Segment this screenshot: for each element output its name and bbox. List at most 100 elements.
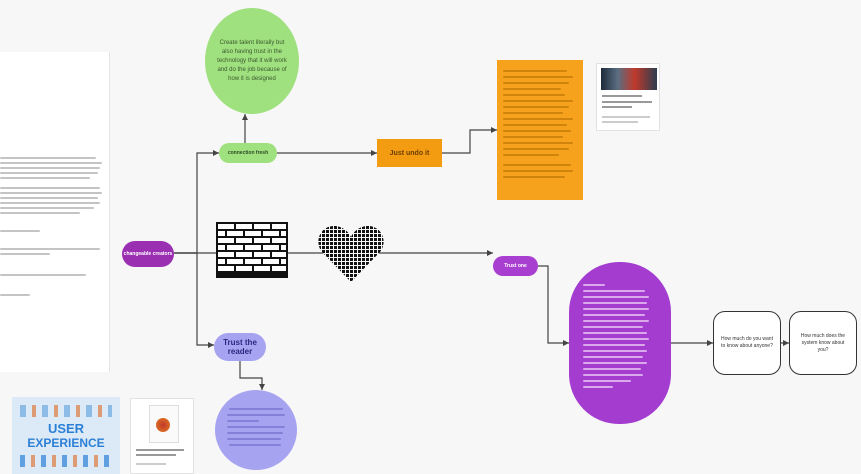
- text-line: [583, 386, 613, 388]
- green-circle-node[interactable]: Create talent literally but also having …: [205, 8, 299, 114]
- text-line: [136, 449, 184, 451]
- text-line: [503, 94, 565, 96]
- edge-to-lav-circle: [239, 361, 263, 390]
- text-line: [0, 207, 94, 209]
- edge-to-tall-orange: [442, 129, 497, 154]
- purple-root-node[interactable]: changeable creators: [122, 241, 174, 267]
- edge-to-lavender-pill: [174, 252, 214, 346]
- text-line: [227, 438, 281, 440]
- trust-one-node[interactable]: Trust one: [493, 256, 538, 276]
- arrow-head: [487, 250, 493, 256]
- text-line: [229, 408, 283, 410]
- text-line: [583, 356, 643, 358]
- text-line: [583, 284, 605, 286]
- text-line: [136, 454, 176, 456]
- text-line: [0, 192, 102, 194]
- text-line: [0, 212, 80, 214]
- pixel-heart-image: [318, 226, 384, 282]
- book-cover: [149, 405, 179, 443]
- text-line: [583, 308, 649, 310]
- icon-strip: [20, 405, 112, 417]
- arrow-head: [242, 114, 248, 120]
- text-line: [503, 100, 573, 102]
- cover-figure: [156, 418, 170, 432]
- text-line: [503, 82, 569, 84]
- text-line: [0, 274, 86, 276]
- text-line: [583, 326, 643, 328]
- text-line: [583, 362, 647, 364]
- text-line: [227, 420, 259, 422]
- text-line: [0, 230, 40, 232]
- text-line: [0, 202, 100, 204]
- orange-note-node[interactable]: [497, 60, 583, 200]
- orange-label: Just undo it: [389, 149, 430, 157]
- lavender-circle-node[interactable]: [215, 390, 297, 470]
- article-image: [601, 68, 657, 90]
- text-line: [0, 248, 100, 250]
- arrow-head: [563, 340, 569, 346]
- ux-word-experience: EXPERIENCE: [27, 436, 105, 450]
- question-box-2-text: How much does the system know about you?: [800, 332, 846, 353]
- arrow-head: [208, 342, 214, 348]
- text-line: [583, 368, 641, 370]
- question-box-1[interactable]: How much do you want to know about anyon…: [713, 311, 781, 375]
- text-line: [503, 170, 573, 172]
- brick-wall-image: [216, 222, 288, 278]
- text-line: [503, 124, 567, 126]
- text-line: [583, 374, 643, 376]
- text-line: [583, 302, 647, 304]
- text-line: [0, 167, 100, 169]
- text-line: [583, 380, 631, 382]
- text-line: [503, 76, 573, 78]
- arrow-head: [213, 150, 219, 156]
- text-line: [602, 106, 632, 108]
- arrow-head: [371, 150, 377, 156]
- text-line: [503, 88, 561, 90]
- text-line: [227, 426, 285, 428]
- text-line: [503, 112, 563, 114]
- text-line: [136, 463, 166, 465]
- text-line: [503, 70, 567, 72]
- edge-to-green-pill: [174, 152, 219, 254]
- book-thumbnail-card[interactable]: [130, 398, 194, 474]
- orange-rect-node[interactable]: Just undo it: [377, 139, 442, 167]
- text-line: [583, 320, 649, 322]
- arrow-head: [783, 340, 789, 346]
- trust-one-label: Trust one: [504, 263, 527, 269]
- text-line: [602, 121, 638, 123]
- text-line: [583, 338, 649, 340]
- text-line: [583, 350, 647, 352]
- text-line: [583, 332, 647, 334]
- text-line: [583, 314, 645, 316]
- text-line: [583, 344, 645, 346]
- text-line: [227, 414, 285, 416]
- icon-strip: [20, 455, 112, 467]
- purple-root-label: changeable creators: [123, 250, 173, 257]
- question-box-2[interactable]: How much does the system know about you?: [789, 311, 857, 375]
- trust-reader-node[interactable]: Trust the reader: [214, 333, 266, 361]
- text-line: [602, 95, 642, 97]
- text-line: [503, 106, 569, 108]
- text-line: [583, 296, 649, 298]
- user-experience-image[interactable]: USER EXPERIENCE: [12, 397, 120, 474]
- text-line: [0, 172, 98, 174]
- arrow-head: [491, 127, 497, 133]
- question-box-1-text: How much do you want to know about anyon…: [721, 336, 773, 349]
- text-line: [503, 154, 559, 156]
- text-line: [229, 444, 281, 446]
- text-line: [0, 162, 102, 164]
- green-pill-node[interactable]: connection fresh: [219, 143, 277, 163]
- arrow-head: [707, 340, 713, 346]
- text-line: [0, 253, 50, 255]
- document-panel: [0, 52, 110, 372]
- purple-oval-node[interactable]: [569, 262, 671, 424]
- text-line: [503, 142, 573, 144]
- text-line: [602, 101, 652, 103]
- edge-to-oval: [538, 265, 569, 344]
- text-line: [0, 177, 90, 179]
- text-line: [503, 176, 565, 178]
- arrow-head: [259, 384, 265, 390]
- text-line: [227, 432, 283, 434]
- article-thumbnail-card[interactable]: [596, 63, 660, 131]
- text-line: [602, 116, 650, 118]
